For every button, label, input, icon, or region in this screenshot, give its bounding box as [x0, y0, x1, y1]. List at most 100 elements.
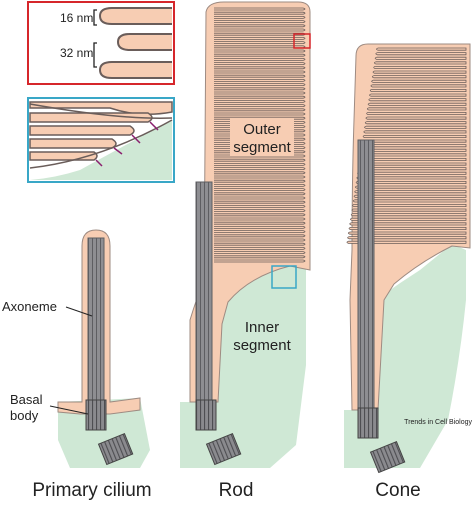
rod-disc — [214, 247, 306, 250]
rod-disc — [214, 28, 306, 32]
cone-disc — [349, 222, 467, 226]
rod-disc — [214, 184, 306, 187]
rod-disc — [214, 221, 306, 225]
rod-disc — [214, 79, 306, 82]
bracket-32nm — [93, 42, 97, 68]
rod-basal-body — [195, 399, 217, 431]
rod-disc — [214, 129, 306, 133]
basal-body-leader — [49, 405, 89, 415]
cone-disc — [352, 199, 467, 203]
cone-disc — [361, 144, 467, 148]
cone-disc — [371, 75, 467, 79]
rod-disc — [214, 41, 306, 44]
cone-disc — [353, 194, 467, 198]
rod-disc — [214, 91, 306, 95]
cilium-basal-body — [85, 399, 107, 431]
rod-disc — [214, 87, 306, 91]
rod-disc — [214, 196, 306, 200]
connectors — [95, 121, 159, 167]
cone-disc — [369, 89, 467, 92]
rod-disc — [214, 24, 306, 28]
disc-rim-inset: 16 nm 32 nm — [27, 1, 175, 85]
cone-disc — [374, 61, 467, 65]
cilium-daughter-centriole — [97, 432, 134, 466]
rod-cell: Outer segment Inner segment — [180, 1, 311, 468]
cone-disc — [347, 236, 467, 240]
rod-disc — [214, 83, 306, 86]
rod-disc — [214, 242, 306, 246]
cone-disc — [371, 79, 467, 83]
rod-disc — [214, 133, 306, 137]
rod-disc — [214, 154, 306, 158]
rod-disc — [214, 137, 306, 141]
rod-disc — [214, 217, 306, 221]
caption-rod: Rod — [219, 480, 254, 501]
label-axoneme: Axoneme — [2, 299, 57, 314]
rod-disc — [214, 125, 306, 128]
rod-daughter-centriole — [205, 432, 242, 466]
rod-disc — [214, 37, 306, 40]
rod-disc — [214, 20, 306, 23]
rod-disc — [214, 121, 306, 124]
rod-disc — [214, 251, 306, 254]
cone-disc — [360, 148, 467, 152]
cone-disc — [376, 47, 467, 51]
cone-disc — [355, 185, 467, 189]
rod-axoneme — [195, 181, 213, 403]
rod-inset-marker-red — [293, 33, 311, 49]
cone-disc — [364, 121, 467, 125]
rod-disc — [214, 53, 306, 57]
rod-disc — [214, 230, 306, 233]
cone-disc — [367, 102, 467, 106]
rod-disc — [214, 226, 306, 229]
rod-disc — [214, 238, 306, 242]
rod-disc — [214, 15, 306, 19]
cone-disc — [351, 208, 467, 212]
bracket-16nm — [93, 9, 97, 26]
rod-disc — [214, 192, 306, 196]
rod-disc — [214, 259, 306, 263]
rod-disc — [214, 100, 306, 103]
rod-disc — [214, 209, 306, 212]
rod-discs — [214, 7, 306, 263]
rod-disc — [214, 62, 306, 65]
rod-disc — [214, 7, 306, 11]
rod-disc — [214, 66, 306, 70]
cone-disc — [363, 130, 467, 134]
cone-disc — [362, 139, 467, 143]
cone-disc — [355, 181, 467, 184]
rod-disc — [214, 11, 306, 15]
captions: Primary cilium Rod Cone Trends in Cell B… — [32, 419, 472, 501]
cone-disc — [366, 112, 467, 115]
rod-disc — [214, 112, 306, 116]
rod-disc — [214, 234, 306, 238]
cone-disc — [369, 93, 467, 97]
rod-disc — [214, 213, 306, 217]
rod-disc — [214, 146, 306, 149]
cone-disc — [368, 98, 467, 102]
cone-disc — [366, 107, 467, 111]
rod-disc — [214, 171, 306, 175]
primary-cilium — [57, 229, 150, 468]
cone-disc — [354, 190, 467, 194]
cone-disc — [350, 217, 467, 221]
cone-disc — [358, 162, 467, 166]
rod-disc — [214, 167, 306, 170]
label-basal-body-1: Basal — [10, 392, 43, 407]
cone-cell — [344, 43, 471, 474]
rod-disc — [214, 158, 306, 162]
cone-disc — [346, 240, 467, 244]
label-outer-segment-2: segment — [233, 139, 291, 156]
rod-disc — [214, 74, 306, 78]
rod-disc — [214, 179, 306, 183]
rod-disc — [214, 255, 306, 259]
rod-disc — [214, 104, 306, 107]
label-inner-segment-2: segment — [233, 337, 291, 354]
cone-disc — [347, 231, 467, 235]
cone-disc — [350, 213, 467, 217]
caption-primary-cilium: Primary cilium — [32, 480, 151, 501]
label-outer-segment-1: Outer — [243, 121, 281, 138]
cone-disc — [362, 135, 467, 138]
label-inner-segment-1: Inner — [245, 319, 279, 336]
